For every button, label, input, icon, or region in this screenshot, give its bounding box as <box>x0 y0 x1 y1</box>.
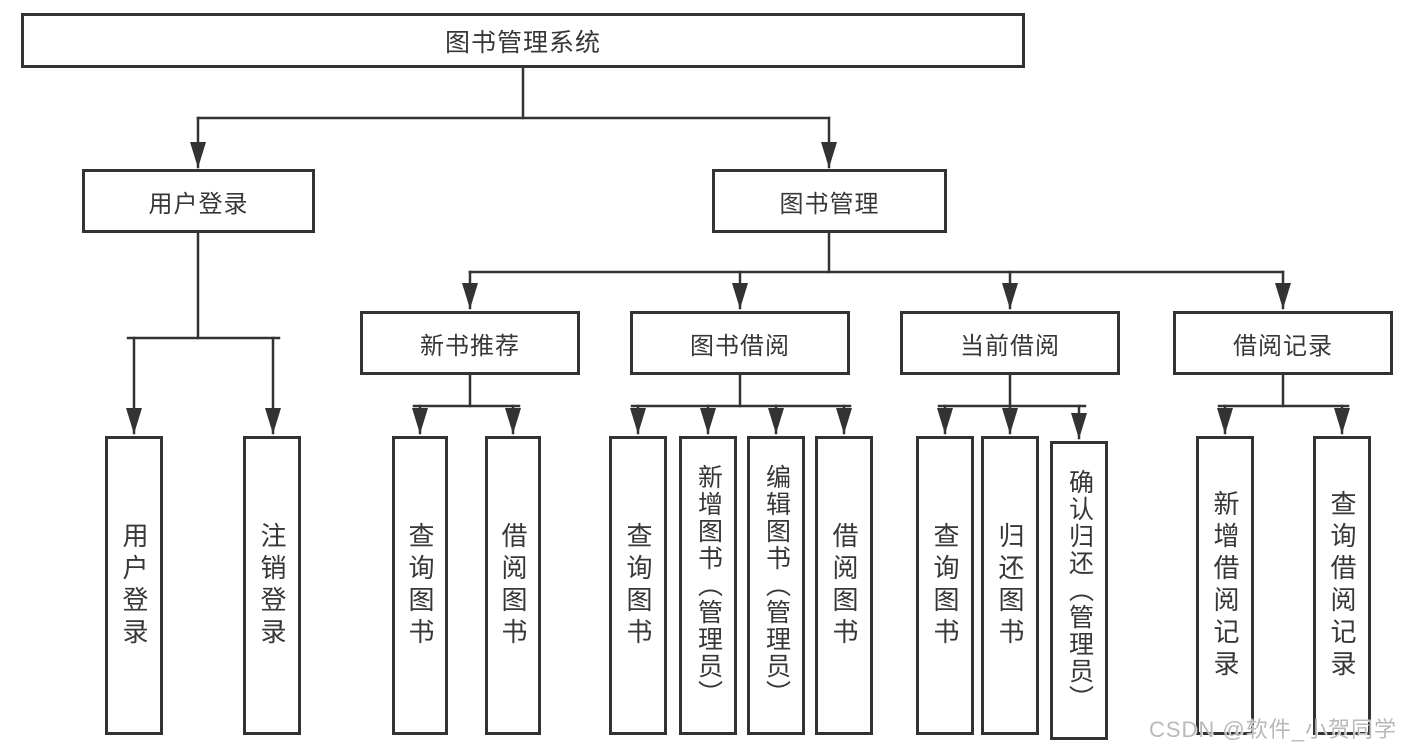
node-label: 新书推荐 <box>420 332 520 360</box>
node-new-book-recommend: 新书推荐 <box>360 311 580 375</box>
node-label: 新增借阅记录 <box>1210 489 1240 682</box>
leaf-user-login: 用户登录 <box>105 436 163 735</box>
connector-new-book-group <box>412 373 521 435</box>
node-label: 用户登录 <box>119 521 149 650</box>
node-label: 查询图书 <box>405 521 435 650</box>
node-library-management-system: 图书管理系统 <box>21 13 1025 68</box>
leaf-query-books-recommend: 查询图书 <box>392 436 448 735</box>
connector-current-borrow-group <box>937 373 1087 440</box>
leaf-return-books: 归还图书 <box>981 436 1039 735</box>
connector-book-borrow-group <box>630 373 852 435</box>
node-current-borrowing: 当前借阅 <box>900 311 1120 375</box>
node-user-login: 用户登录 <box>82 169 315 233</box>
leaf-query-books-current: 查询图书 <box>916 436 974 735</box>
node-label: 当前借阅 <box>960 332 1060 360</box>
node-label: 借阅记录 <box>1233 332 1333 360</box>
connector-book-mgmt-to-level3 <box>462 231 1291 310</box>
node-label: 查询图书 <box>623 521 653 650</box>
node-label: 查询借阅记录 <box>1327 489 1357 682</box>
node-book-management: 图书管理 <box>712 169 947 233</box>
node-label: 归还图书 <box>995 521 1025 650</box>
connector-user-login-group <box>126 231 281 435</box>
node-label: 确认归还（管理员） <box>1065 469 1094 712</box>
leaf-add-book-admin: 新增图书（管理员） <box>679 436 737 735</box>
node-label: 注销登录 <box>257 521 287 650</box>
leaf-borrow-books-recommend: 借阅图书 <box>485 436 541 735</box>
node-label: 图书管理系统 <box>444 28 601 57</box>
node-label: 借阅图书 <box>829 521 859 650</box>
connector-borrow-record-group <box>1217 373 1350 435</box>
node-label: 新增图书（管理员） <box>694 464 723 707</box>
csdn-watermark: CSDN @软件_小贺同学 <box>1148 717 1397 742</box>
node-label: 查询图书 <box>930 521 960 650</box>
leaf-confirm-return-admin: 确认归还（管理员） <box>1050 441 1108 740</box>
leaf-query-books-borrow: 查询图书 <box>609 436 667 735</box>
node-label: 编辑图书（管理员） <box>762 464 791 707</box>
leaf-edit-book-admin: 编辑图书（管理员） <box>747 436 805 735</box>
node-label: 用户登录 <box>148 190 249 218</box>
node-label: 图书借阅 <box>690 332 790 360</box>
node-label: 图书管理 <box>779 190 880 218</box>
connector-root-to-level2 <box>190 66 837 169</box>
leaf-query-borrow-record: 查询借阅记录 <box>1313 436 1371 735</box>
node-label: 借阅图书 <box>498 521 528 650</box>
leaf-borrow-books: 借阅图书 <box>815 436 873 735</box>
node-borrowing-records: 借阅记录 <box>1173 311 1393 375</box>
leaf-logout: 注销登录 <box>243 436 301 735</box>
node-book-borrowing: 图书借阅 <box>630 311 850 375</box>
leaf-add-borrow-record: 新增借阅记录 <box>1196 436 1254 735</box>
